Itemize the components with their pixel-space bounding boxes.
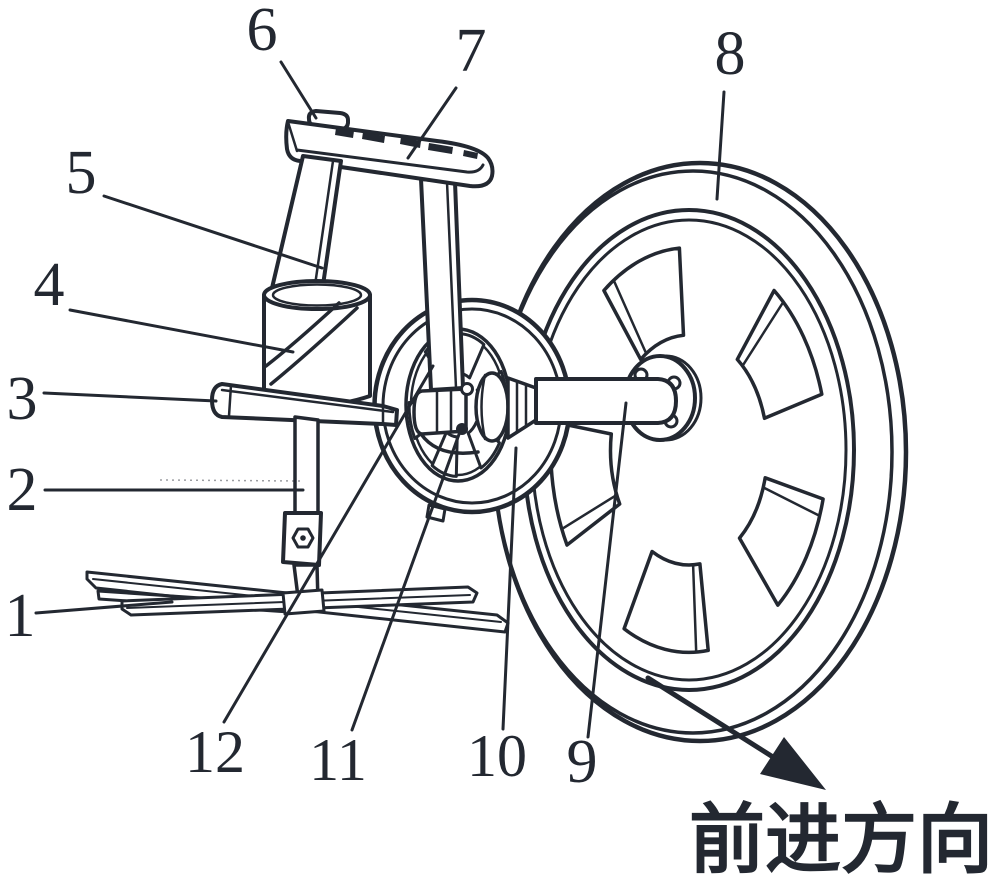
part-label-5: 5 [66, 139, 97, 207]
spiral-roller [262, 279, 372, 407]
part-label-8: 8 [715, 20, 746, 88]
leader-line-3 [42, 391, 218, 403]
axle-shaft [506, 376, 678, 440]
leader-line-11 [350, 424, 464, 732]
direction-arrow-head-icon [760, 737, 826, 790]
roller-helix-line [264, 301, 341, 368]
axle-cylinder [534, 377, 678, 425]
part-label-10: 10 [467, 723, 527, 789]
leader-line-8 [715, 90, 726, 201]
leader-line-6 [279, 60, 318, 120]
part-number-labels: 1 2 3 4 5 6 7 8 9 10 11 12 [5, 0, 746, 796]
construction-dotted-line [159, 479, 301, 482]
blade-center-plate [281, 588, 326, 616]
travel-direction: 前进方向 [645, 675, 993, 883]
part-label-4: 4 [34, 251, 65, 319]
fork-top-plate [284, 109, 495, 189]
part-label-9: 9 [567, 728, 598, 796]
part-label-1: 1 [5, 582, 36, 650]
part-label-2: 2 [7, 456, 38, 524]
blade-cross [85, 570, 510, 634]
part-label-3: 3 [7, 365, 38, 433]
support-arm [210, 382, 399, 427]
leader-line-12 [222, 364, 435, 724]
fork-right-leg-edge [445, 180, 458, 390]
ground-wheel [491, 160, 909, 744]
disc-hub-assembly [412, 371, 510, 455]
leader-line-10 [501, 446, 518, 731]
bolt-center-dot [300, 535, 306, 541]
hub-pin-hole [460, 382, 474, 396]
part-label-7: 7 [456, 17, 487, 85]
leader-line-1 [34, 600, 174, 615]
direction-arrow-shaft [645, 675, 787, 767]
plate-top-edge [295, 148, 485, 174]
plate-left-cap-edge [286, 120, 299, 153]
part-label-12: 12 [185, 719, 245, 785]
arm-detail-lines [220, 383, 395, 426]
part-label-6: 6 [247, 0, 278, 64]
leader-line-5 [102, 194, 324, 270]
leader-line-9 [586, 401, 628, 739]
hub-collar-seams [435, 387, 453, 435]
leader-line-7 [406, 86, 458, 160]
leader-lines [34, 60, 726, 739]
part-label-11: 11 [309, 727, 367, 793]
vertical-shank [281, 415, 323, 607]
axle-step-seams [515, 379, 528, 434]
wheel-hub-depth [664, 354, 703, 442]
direction-caption: 前进方向 [689, 799, 993, 883]
bearing-housing-bottom [419, 432, 480, 455]
fork-left-leg-edge [312, 159, 335, 294]
shank-upper [293, 415, 320, 515]
leader-line-4 [68, 308, 295, 354]
roller-top-lip [271, 283, 363, 307]
roller-top [262, 279, 372, 311]
hub-front-seam [480, 373, 487, 441]
roller-helix-line [269, 306, 359, 386]
